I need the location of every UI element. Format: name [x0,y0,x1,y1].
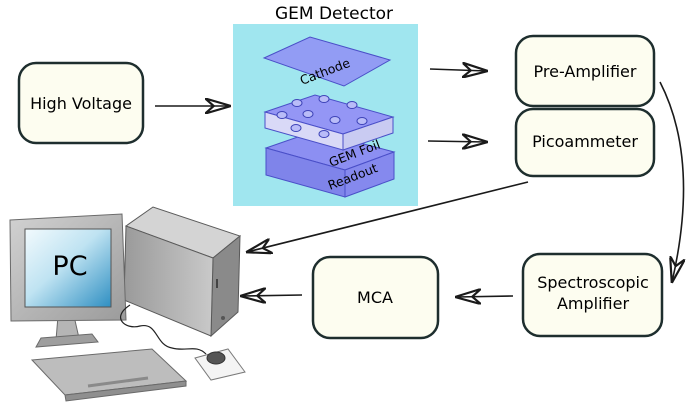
spectroscopic-amplifier-box: Spectroscopic Amplifier [521,252,664,338]
arrow-picoammeter-to-pc [247,181,529,252]
pre-amplifier-label: Pre-Amplifier [534,62,637,81]
arrow-preamp-to-spectroscopic [659,81,684,282]
pc-illustration: PC [9,206,246,402]
spectroscopic-label-line2: Amplifier [557,294,630,313]
gem-holes [276,95,368,138]
arrow-detector-to-preamp [429,69,487,71]
picoammeter-label: Picoammeter [532,132,638,151]
monitor: PC [9,213,127,322]
cathode-layer [262,36,392,87]
high-voltage-box: High Voltage [17,61,145,145]
arrow-mca-to-pc [241,295,303,296]
spectroscopic-label-line1: Spectroscopic [537,273,649,292]
arrow-spectroscopic-to-mca [456,296,514,297]
mca-label: MCA [357,288,393,307]
cable [120,304,207,355]
mouse [206,351,226,365]
pre-amplifier-box: Pre-Amplifier [514,34,656,108]
monitor-screen [24,228,112,308]
computer-tower [123,206,242,338]
arrow-detector-to-picoammeter [427,141,487,142]
connector-arrows [155,69,684,297]
picoammeter-box: Picoammeter [514,107,656,178]
pc-label: PC [52,251,87,282]
gem-detector: Cathode GEM Foil Readout [233,24,418,206]
detector-title: GEM Detector [275,4,393,24]
keyboard [30,348,188,402]
high-voltage-label: High Voltage [30,94,132,113]
mca-box: MCA [311,255,440,340]
